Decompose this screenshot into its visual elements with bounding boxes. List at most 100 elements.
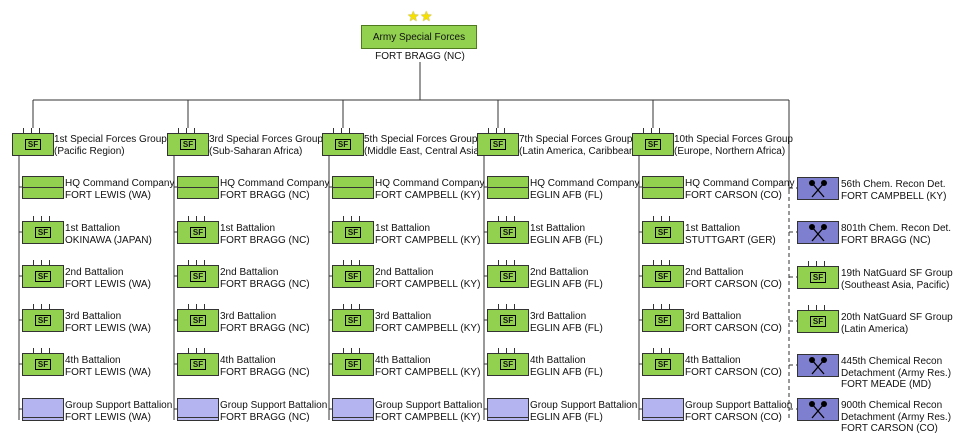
unit-location: STUTTGART (GER): [685, 234, 776, 246]
sf-badge: SF: [655, 359, 671, 370]
unit-name: 1st Battalion: [65, 223, 121, 234]
echelon-tick: [349, 128, 350, 134]
hq-divider: [488, 187, 528, 188]
special-forces-unit-symbol: SF: [332, 216, 374, 244]
support-unit-symbol: [22, 398, 64, 421]
echelon-tick: [359, 304, 360, 310]
echelon-tick: [33, 348, 34, 354]
attached-unit-line: (Latin America): [841, 323, 909, 335]
general-star-icon: ★: [420, 8, 433, 24]
sf-badge: SF: [190, 227, 206, 238]
unit-location: EGLIN AFB (FL): [530, 411, 603, 423]
echelon-tick: [204, 216, 205, 222]
attached-unit-line: 56th Chem. Recon Det.: [841, 179, 946, 190]
sf-badge: SF: [35, 315, 51, 326]
echelon-tick: [351, 260, 352, 266]
attached-unit-label: 20th NatGuard SF Group(Latin America): [841, 312, 953, 335]
attached-unit-line: Detachment (Army Res.): [841, 367, 952, 379]
group-label: 7th Special Forces Group(Latin America, …: [519, 134, 638, 157]
echelon-tick: [359, 348, 360, 354]
unit-name: 4th Battalion: [530, 355, 586, 366]
command-box: Army Special Forces: [361, 25, 477, 49]
unit-name: 2nd Battalion: [65, 267, 124, 278]
echelon-tick: [351, 304, 352, 310]
special-forces-unit-symbol: SF: [322, 128, 364, 156]
special-forces-unit-symbol: SF: [487, 260, 529, 288]
sf-badge: SF: [500, 271, 516, 282]
command-location: FORT BRAGG (NC): [375, 51, 465, 62]
support-base-line: [178, 417, 218, 418]
echelon-tick: [41, 304, 42, 310]
echelon-tick: [824, 305, 825, 311]
headquarters-unit-symbol: [332, 176, 374, 199]
unit-name: HQ Command Company: [65, 178, 175, 189]
unit-location: OKINAWA (JAPAN): [65, 234, 152, 246]
unit-name: Group Support Battalion: [220, 400, 328, 411]
sf-badge: SF: [810, 272, 826, 283]
echelon-tick: [31, 128, 32, 134]
special-forces-unit-symbol: SF: [177, 348, 219, 376]
attached-unit-line: (Southeast Asia, Pacific): [841, 279, 950, 291]
unit-location: FORT LEWIS (WA): [65, 278, 151, 290]
unit-location: FORT CARSON (CO): [685, 189, 782, 201]
unit-name: 3rd Battalion: [220, 311, 277, 322]
special-forces-unit-symbol: SF: [177, 304, 219, 332]
echelon-tick: [343, 260, 344, 266]
headquarters-unit-symbol: [642, 176, 684, 199]
hq-divider: [23, 187, 63, 188]
unit-name: Group Support Battalion: [375, 400, 483, 411]
unit-location: FORT BRAGG (NC): [220, 411, 310, 423]
unit-name: 4th Battalion: [65, 355, 121, 366]
echelon-tick: [498, 304, 499, 310]
unit-name: Group Support Battalion: [685, 400, 793, 411]
sf-badge: SF: [35, 359, 51, 370]
unit-location: FORT CARSON (CO): [685, 366, 782, 378]
group-name: 10th Special Forces Group: [674, 134, 793, 145]
echelon-tick: [343, 216, 344, 222]
echelon-tick: [49, 348, 50, 354]
attached-unit-line: FORT CAMPBELL (KY): [841, 190, 947, 202]
chemical-recon-unit-symbol: [797, 177, 839, 200]
unit-location: EGLIN AFB (FL): [530, 234, 603, 246]
unit-location: FORT CAMPBELL (KY): [375, 278, 481, 290]
echelon-tick: [653, 260, 654, 266]
unit-name: 2nd Battalion: [220, 267, 279, 278]
echelon-tick: [196, 260, 197, 266]
group-region: (Pacific Region): [54, 145, 125, 157]
sf-badge: SF: [35, 227, 51, 238]
group-name: 3rd Special Forces Group: [209, 134, 323, 145]
unit-location: FORT CAMPBELL (KY): [375, 189, 481, 201]
headquarters-unit-symbol: [22, 176, 64, 199]
echelon-tick: [196, 216, 197, 222]
special-forces-unit-symbol: SF: [22, 216, 64, 244]
sf-badge: SF: [190, 359, 206, 370]
echelon-tick: [488, 128, 489, 134]
echelon-tick: [359, 216, 360, 222]
echelon-tick: [186, 128, 187, 134]
special-forces-unit-symbol: SF: [22, 260, 64, 288]
echelon-tick: [194, 128, 195, 134]
unit-location: FORT BRAGG (NC): [220, 366, 310, 378]
echelon-tick: [204, 260, 205, 266]
echelon-tick: [651, 128, 652, 134]
support-unit-symbol: [177, 398, 219, 421]
unit-location: FORT CARSON (CO): [685, 322, 782, 334]
attached-unit-line: 19th NatGuard SF Group: [841, 268, 953, 279]
unit-name: 3rd Battalion: [375, 311, 432, 322]
unit-name: HQ Command Company: [375, 178, 485, 189]
unit-name: 4th Battalion: [685, 355, 741, 366]
sf-badge: SF: [490, 139, 506, 150]
echelon-tick: [824, 261, 825, 267]
special-forces-unit-symbol: SF: [797, 305, 839, 333]
echelon-tick: [653, 216, 654, 222]
echelon-tick: [333, 128, 334, 134]
attached-unit-line: 900th Chemical Recon: [841, 400, 943, 411]
